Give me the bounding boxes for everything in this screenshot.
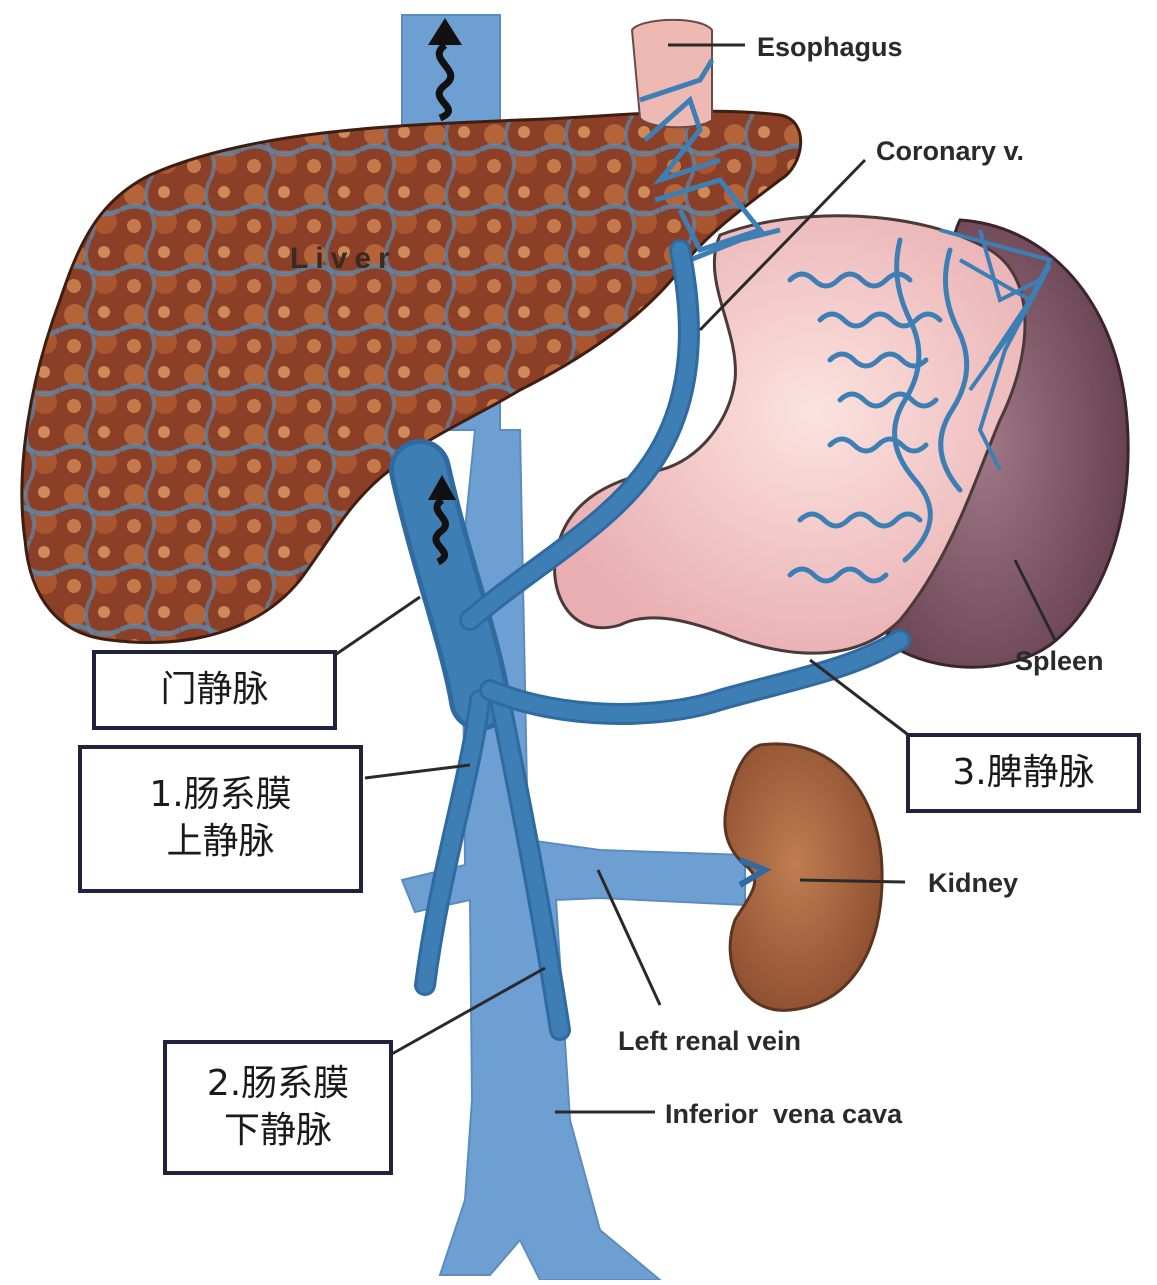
superior-mesenteric-vein-box: 1.肠系膜 上静脉	[78, 745, 363, 893]
imv-text-line2: 下静脉	[223, 1109, 332, 1151]
portal-vein-text: 门静脉	[160, 668, 269, 710]
flow-arrow-lower	[428, 475, 456, 500]
coronary-vein-label: Coronary v.	[876, 136, 1024, 166]
esophageal-varices	[639, 58, 781, 263]
leader-lines	[334, 43, 1057, 1114]
inferior-vena-cava-label: Inferior vena cava	[665, 1099, 903, 1129]
liver-organ	[20, 109, 803, 644]
esophagus-label: Esophagus	[757, 32, 903, 62]
short-gastric-veins	[939, 228, 1053, 471]
inferior-mesenteric-vein-box: 2.肠系膜 下静脉	[163, 1040, 393, 1175]
splenic-vein-text: 3.脾静脉	[952, 751, 1095, 793]
esophagus-organ	[630, 18, 713, 129]
imv-text-line1: 2.肠系膜	[206, 1062, 350, 1104]
gastric-varices	[787, 237, 970, 584]
flow-wave-upper	[435, 42, 455, 122]
flow-arrow-upper	[428, 18, 462, 45]
kidney-organ	[723, 742, 884, 1012]
smv-text-line2: 上静脉	[166, 821, 275, 862]
portal-vein-box: 门静脉	[92, 650, 337, 730]
left-renal-vein-label: Left renal vein	[618, 1026, 801, 1056]
liver-label: Liver	[290, 242, 397, 275]
smv-text-line1: 1.肠系膜	[149, 774, 292, 816]
spleen-label: Spleen	[1015, 646, 1104, 676]
left-renal-vein-hilum	[738, 857, 772, 888]
splenic-vein-box: 3.脾静脉	[906, 733, 1141, 813]
portal-system-veins	[389, 239, 911, 1041]
kidney-label: Kidney	[928, 868, 1018, 898]
flow-wave-lower	[432, 497, 449, 566]
